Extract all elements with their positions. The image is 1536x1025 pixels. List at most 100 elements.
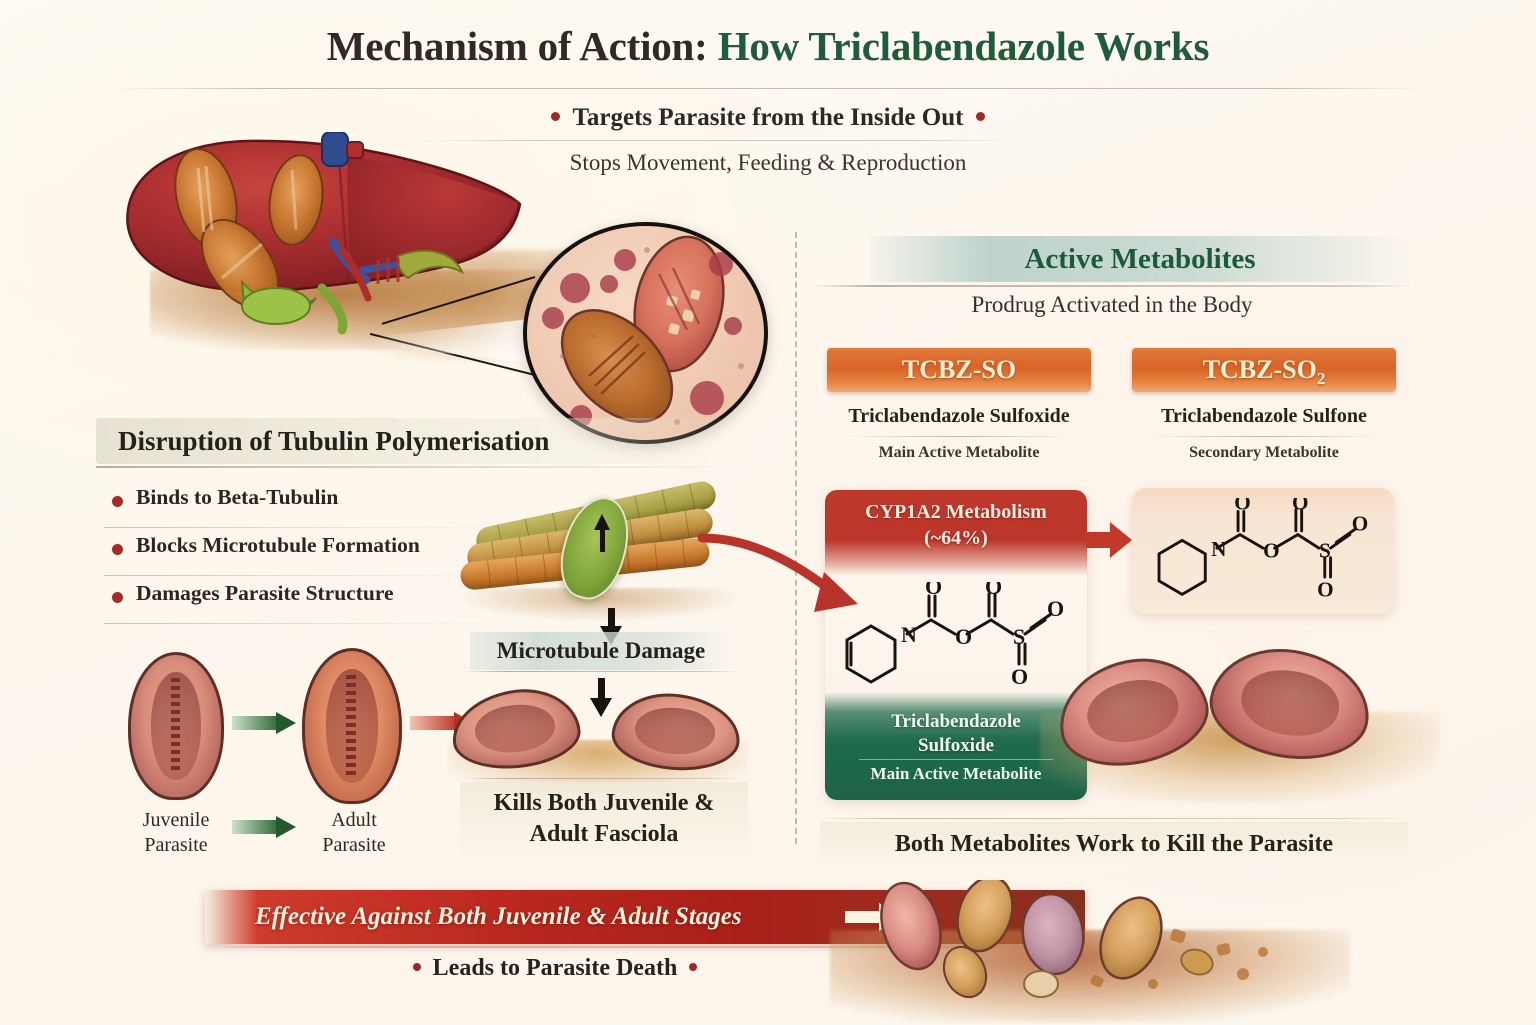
svg-text:O: O xyxy=(1234,498,1250,515)
conclusion-label: Leads to Parasite Death xyxy=(205,955,905,982)
upward-arrow-stem xyxy=(600,528,605,552)
microtubule-damage-banner: Microtubule Damage xyxy=(470,632,732,670)
tubulin-section-header: Disruption of Tubulin Polymerisation xyxy=(96,418,756,464)
svg-text:N: N xyxy=(1211,537,1227,561)
svg-text:S: S xyxy=(1013,624,1025,649)
parasite-interior xyxy=(1236,664,1344,742)
tcbz-so-name: Triclabendazole Sulfoxide xyxy=(848,405,1070,427)
both-metabolites-divider xyxy=(818,818,1408,819)
conclusion-text: Leads to Parasite Death xyxy=(432,955,678,981)
subtitle-divider xyxy=(420,140,1020,141)
parasite-interior xyxy=(472,700,558,757)
upward-arrow-icon xyxy=(594,514,610,530)
tcbz-so2-role: Secondary Metabolite xyxy=(1189,444,1339,461)
juvenile-label-line2: Parasite xyxy=(144,834,208,856)
tcbz-so2-rule xyxy=(1149,436,1379,437)
adult-parasite-illustration xyxy=(302,648,402,804)
kills-banner xyxy=(460,782,748,860)
primary-subtitle: Targets Parasite from the Inside Out xyxy=(0,104,1536,132)
tubulin-bullet-list: Binds to Beta-Tubulin Blocks Microtubule… xyxy=(104,480,534,624)
cyp1a2-label: CYP1A2 Metabolism (~64%) xyxy=(825,490,1087,576)
bullet-dot-icon xyxy=(412,962,421,971)
effectiveness-label: Effective Against Both Juvenile & Adult … xyxy=(255,903,742,930)
panel-divider xyxy=(795,232,797,844)
bullet-divider xyxy=(104,623,502,624)
list-item: Damages Parasite Structure xyxy=(104,576,534,624)
kills-label-line1: Kills Both Juvenile & xyxy=(493,790,715,816)
svg-text:N: N xyxy=(901,622,917,647)
kills-label: Kills Both Juvenile & Adult Fasciola xyxy=(460,788,748,850)
sulfoxide-card-role: Main Active Metabolite xyxy=(870,764,1042,783)
bullet-dot-icon xyxy=(112,496,123,507)
liver-illustration xyxy=(110,131,530,367)
sulfoxide-structure-icon: N O O O S O O xyxy=(845,582,1064,689)
microtubule-damage-label: Microtubule Damage xyxy=(496,638,706,663)
adult-parasite-label: Adult Parasite xyxy=(290,808,418,858)
flow-arrow-stem xyxy=(608,608,615,628)
active-metabolites-subtitle: Prodrug Activated in the Body xyxy=(971,292,1253,317)
metabolism-flow-arrow-icon xyxy=(697,533,858,612)
tcbz-so2-name: Triclabendazole Sulfone xyxy=(1161,405,1367,427)
tcbz-so-code: TCBZ-SO xyxy=(901,355,1017,384)
kills-divider xyxy=(462,778,746,779)
bullet-text: Blocks Microtubule Formation xyxy=(136,533,420,557)
svg-text:O: O xyxy=(1292,498,1308,515)
sulfoxide-card-line2: Sulfoxide xyxy=(917,734,995,756)
tubulin-illustration xyxy=(452,478,742,620)
svg-text:O: O xyxy=(1011,664,1028,689)
active-metabolites-header: Active Metabolites xyxy=(870,236,1410,282)
bullet-dot-icon xyxy=(689,962,698,971)
effectiveness-rule xyxy=(205,946,1085,948)
parasite-gut-strip xyxy=(170,677,180,775)
svg-text:O: O xyxy=(1317,577,1333,601)
bullet-dot-icon xyxy=(550,112,560,122)
dead-parasite-pile xyxy=(845,875,1315,1020)
active-metabolites-rule xyxy=(812,285,1412,287)
flow-arrow-down-icon xyxy=(590,698,612,717)
microscope-circle xyxy=(523,222,768,444)
adult-label-line2: Parasite xyxy=(322,834,386,856)
sulfoxide-card-rule xyxy=(859,759,1053,760)
primary-subtitle-text: Targets Parasite from the Inside Out xyxy=(572,104,964,131)
microscope-view xyxy=(369,222,768,444)
both-metabolites-banner xyxy=(820,822,1408,866)
juvenile-parasite-illustration xyxy=(128,652,224,800)
tcbz-so-role: Main Active Metabolite xyxy=(878,444,1040,461)
bullet-dot-icon xyxy=(112,544,123,555)
parasite-interior xyxy=(1081,671,1185,751)
stage-label-arrow-green xyxy=(232,816,296,838)
list-item: Blocks Microtubule Formation xyxy=(104,528,534,576)
tubulin-section-title: Disruption of Tubulin Polymerisation xyxy=(118,426,550,456)
sulfoxide-card-name: Triclabendazole Sulfoxide xyxy=(825,710,1087,758)
svg-text:S: S xyxy=(1319,539,1331,563)
svg-text:O: O xyxy=(1263,539,1279,563)
bullet-divider xyxy=(104,575,502,576)
cyp1a2-metabolism-banner: CYP1A2 Metabolism (~64%) xyxy=(825,490,1087,576)
parasite-interior xyxy=(633,705,717,758)
sulfone-structure-icon: N O O O S O O xyxy=(1157,498,1368,601)
sulfone-card: N O O O S O O xyxy=(1132,488,1394,614)
juvenile-parasite-label: Juvenile Parasite xyxy=(112,808,240,858)
secondary-subtitle: Stops Movement, Feeding & Reproduction xyxy=(569,150,967,175)
title-part-1: Mechanism of Action: xyxy=(326,23,708,69)
stage-arrow-green xyxy=(232,712,296,734)
bullet-dot-icon xyxy=(112,592,123,603)
active-metabolites-title: Active Metabolites xyxy=(1024,243,1256,275)
bullet-divider xyxy=(104,527,502,528)
tcbz-so-banner: TCBZ-SO xyxy=(827,348,1091,392)
kills-label-line2: Adult Fasciola xyxy=(529,821,679,848)
flow-arrow-stem xyxy=(598,678,605,700)
tcbz-so2-code: TCBZ-SO2 xyxy=(1202,355,1326,389)
list-item: Binds to Beta-Tubulin xyxy=(104,480,534,528)
bullet-text: Binds to Beta-Tubulin xyxy=(136,485,339,509)
bullet-text: Damages Parasite Structure xyxy=(136,581,394,605)
adult-label-line1: Adult xyxy=(331,809,377,831)
cyp1a2-line1: CYP1A2 Metabolism xyxy=(865,501,1047,523)
svg-text:O: O xyxy=(1352,512,1368,536)
conversion-arrow-icon xyxy=(1086,522,1132,558)
tubulin-header-rule xyxy=(96,466,756,468)
page-title: Mechanism of Action: How Triclabendazole… xyxy=(0,22,1536,70)
metabolite-column-sulfone: TCBZ-SO2 Triclabendazole Sulfone Seconda… xyxy=(1132,348,1396,462)
tcbz-so2-banner: TCBZ-SO2 xyxy=(1132,348,1396,392)
